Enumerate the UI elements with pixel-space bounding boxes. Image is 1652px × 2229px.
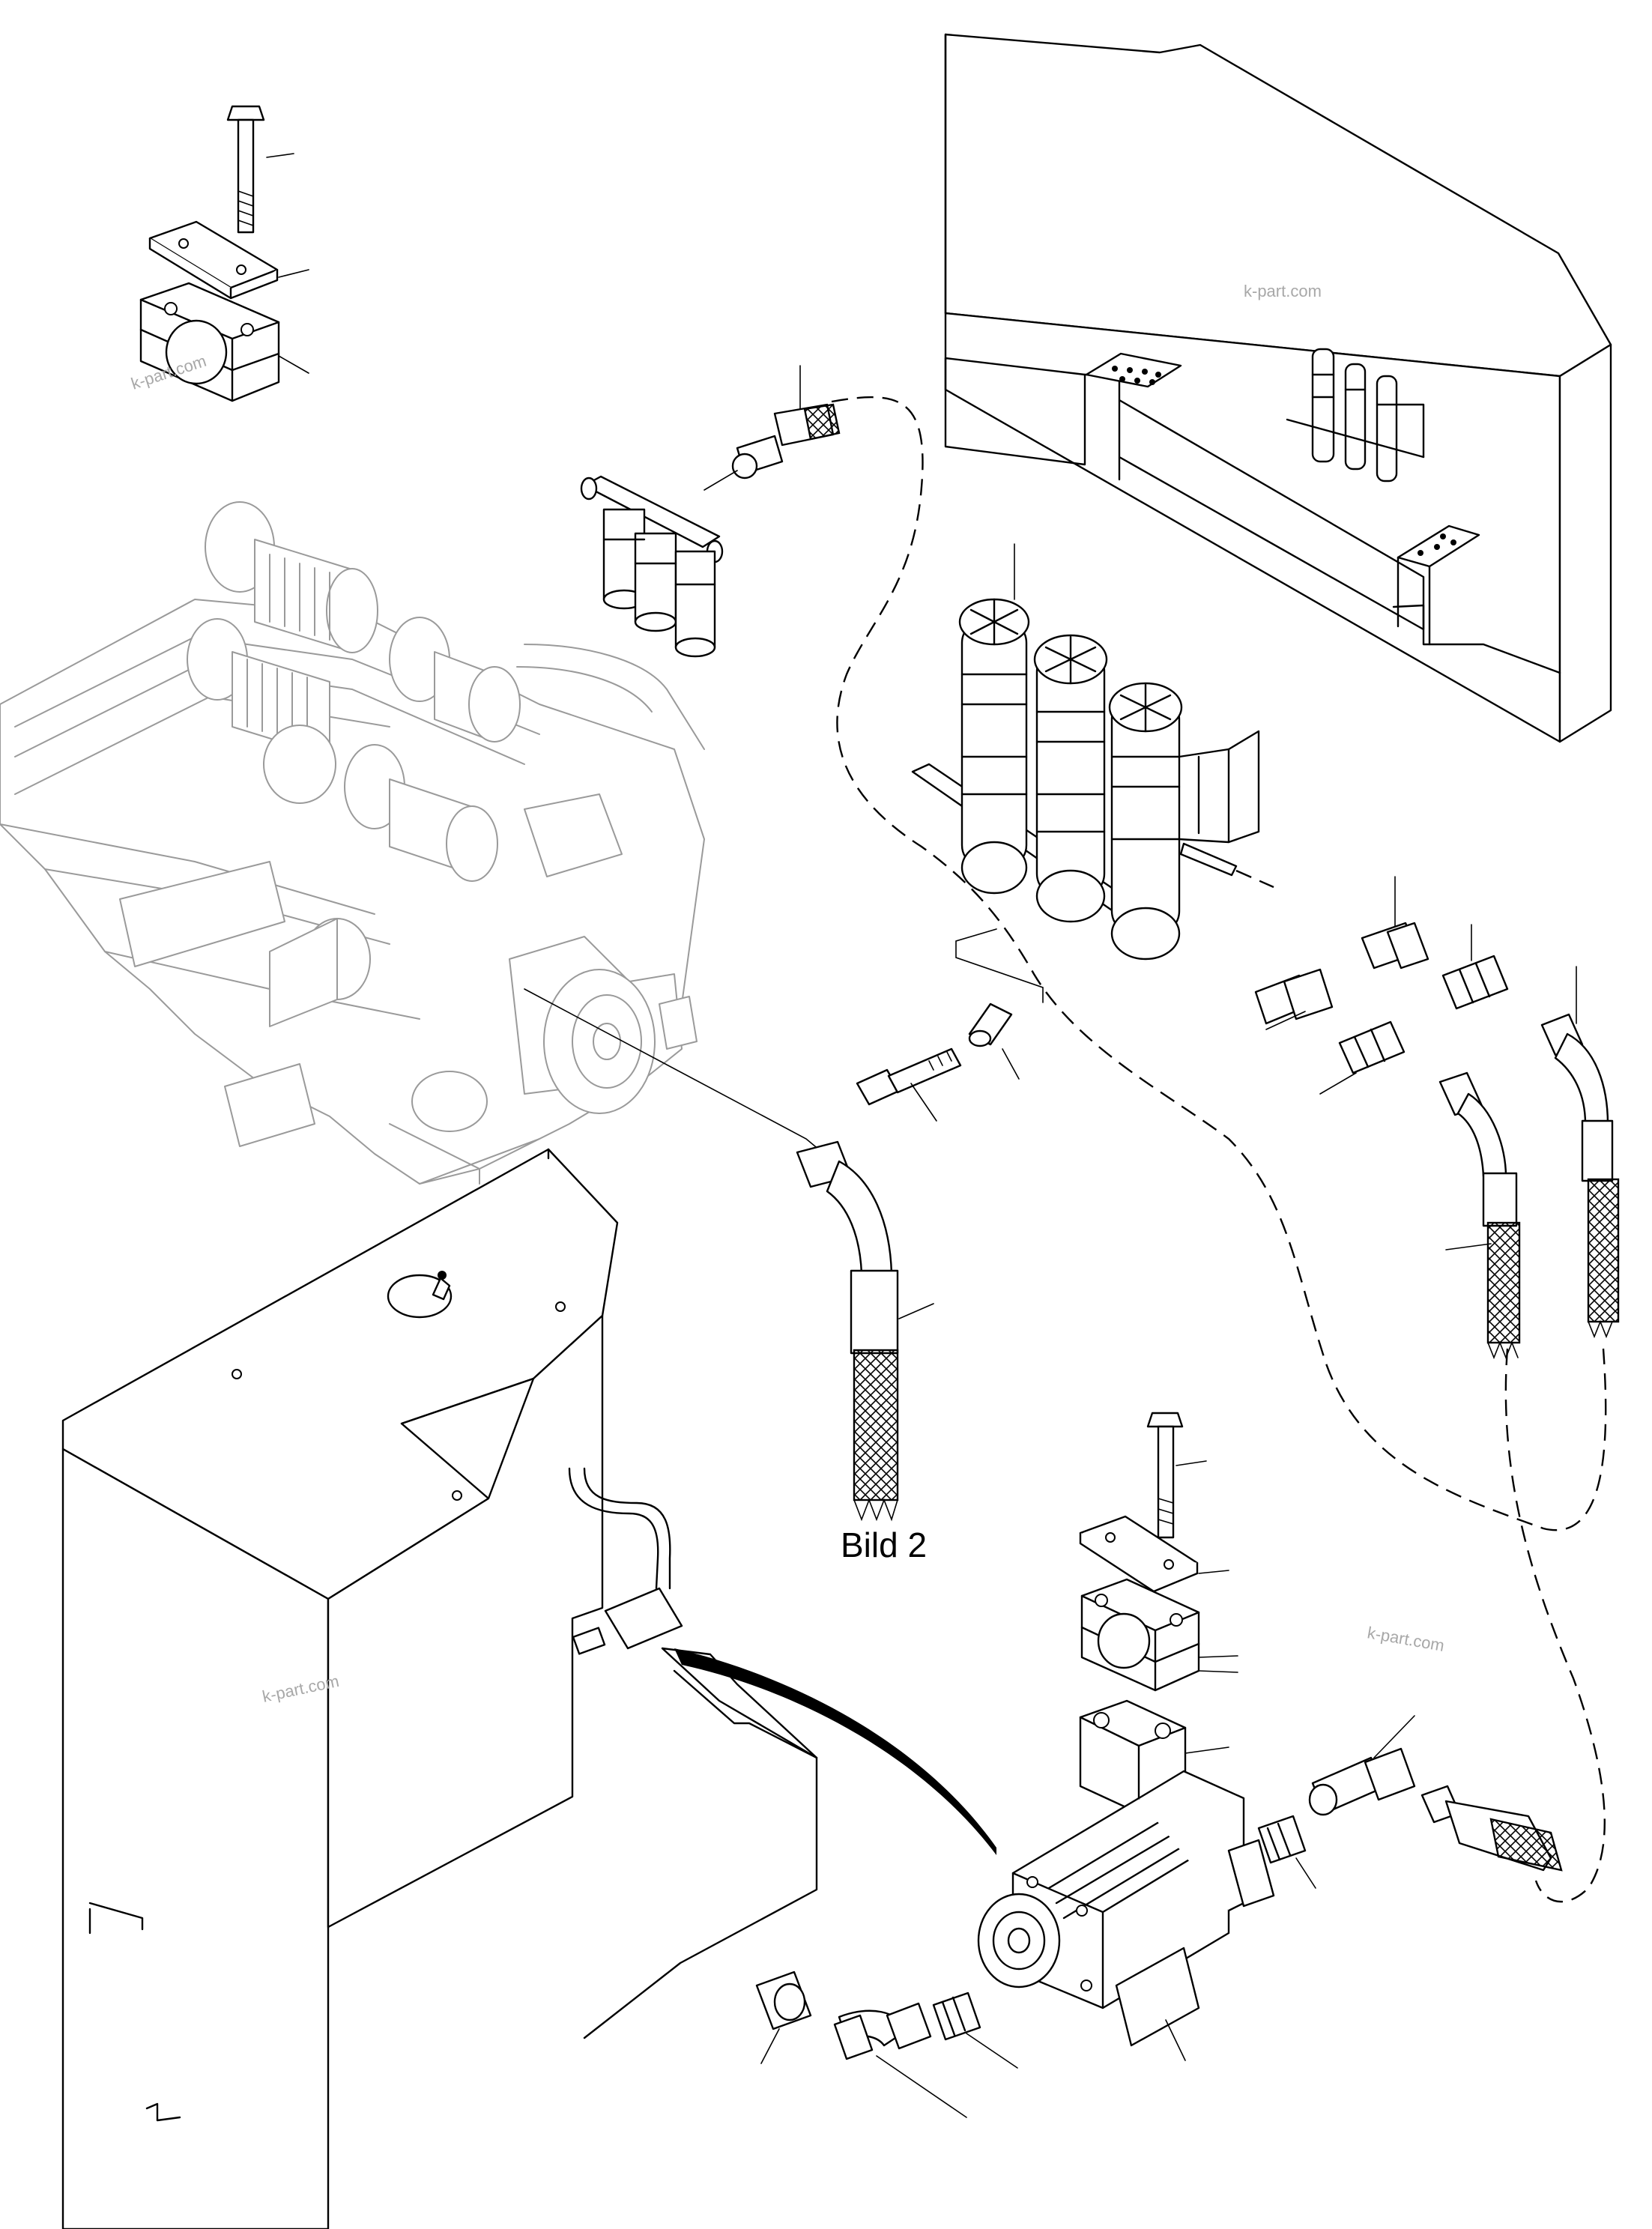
leader-line <box>1165 2019 1186 2061</box>
hose-top-icon <box>704 365 841 491</box>
valve-block-icon <box>977 1770 1275 2061</box>
turbo-icon <box>187 501 521 882</box>
fuel-tank-icon: k-part.com <box>61 1148 818 2229</box>
leader-line <box>1445 1243 1492 1250</box>
spacer-icon <box>968 1002 1020 1080</box>
cab-panel-icon: k-part.com <box>944 33 1612 743</box>
hose-fitting-icon <box>755 1971 1018 2118</box>
leader-line <box>1184 1746 1229 1754</box>
bolt-icon <box>856 1047 962 1122</box>
leader-line <box>278 355 309 374</box>
figure-label: Bild 2 <box>841 1525 927 1564</box>
leader-line <box>1198 1655 1238 1673</box>
clamp-set-top: k-part.com <box>129 105 309 402</box>
leader-line <box>1198 1570 1229 1574</box>
leader-line <box>278 269 309 278</box>
hose-fitting-icon <box>1254 968 1406 1095</box>
leader-line <box>266 153 294 158</box>
clamp-plate-icon <box>1079 1515 1199 1593</box>
leader-line <box>1176 1460 1207 1466</box>
engine-icon <box>0 501 705 1185</box>
panel-bracket-dots <box>1112 366 1161 385</box>
tank-sensor-icon <box>568 1467 683 1655</box>
hose-route-line <box>1504 1348 1606 1903</box>
hose-fitting-icon <box>1361 876 1620 1339</box>
hose-engine-icon <box>796 1140 934 1522</box>
filter-assembly-large-icon <box>911 543 1274 961</box>
clamp-plate-icon <box>148 220 279 300</box>
hose-right-icon <box>1438 1071 1521 1360</box>
leader-line <box>1373 1715 1415 1758</box>
filter-assembly-small-top-icon <box>580 475 724 658</box>
watermark: k-part.com <box>1366 1623 1446 1655</box>
clamp-bolt-icon <box>226 105 265 234</box>
clamp-halves-icon <box>1080 1578 1200 1692</box>
leader-line <box>898 1303 934 1319</box>
clamp-bolt-icon <box>1146 1412 1184 1539</box>
watermark: k-part.com <box>1244 282 1322 300</box>
filter-assembly-small-icon <box>1286 348 1425 483</box>
hose-route-line <box>831 396 1607 1531</box>
leader-line <box>955 928 1044 1003</box>
hose-fitting-icon <box>1257 1715 1563 1889</box>
detail-arrow <box>674 1648 996 1855</box>
clamp-halves-icon <box>139 282 280 402</box>
